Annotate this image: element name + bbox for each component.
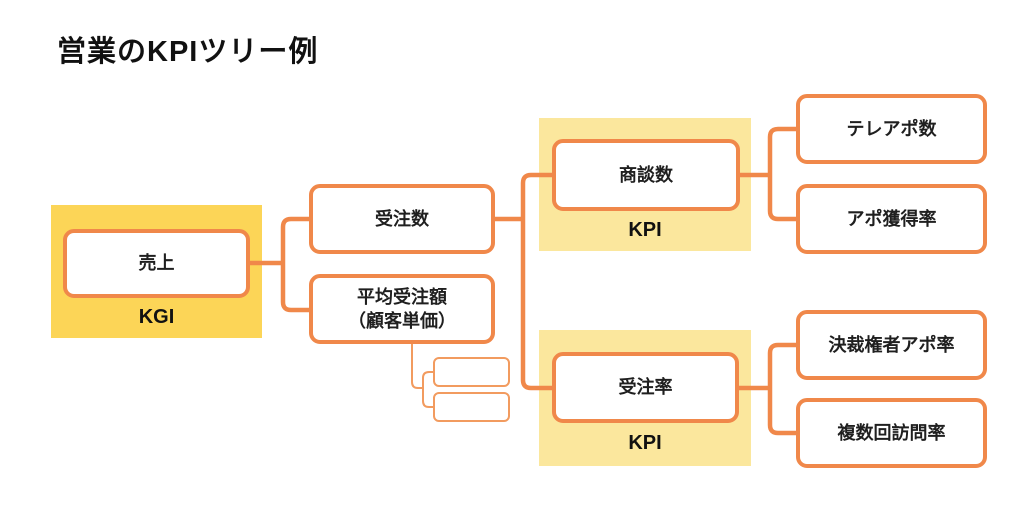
connector-level4-top-bracket (767, 126, 796, 222)
node-placeholder-1 (433, 357, 510, 387)
node-multiple-visit-rate: 複数回訪問率 (796, 398, 987, 468)
kgi-badge: KGI (138, 306, 175, 328)
node-order-rate: 受注率 (552, 352, 739, 423)
node-order-count-label: 受注数 (375, 208, 429, 229)
kpi-badge-bottom: KPI (628, 432, 662, 454)
node-order-count: 受注数 (309, 184, 495, 254)
node-appointment-rate: アポ獲得率 (796, 184, 987, 254)
connector-kpi-bracket (520, 172, 552, 391)
connector-level4-bottom-bracket (767, 342, 796, 436)
node-average-order-value: 平均受注額 （顧客単価） (309, 274, 495, 344)
node-average-order-value-label: 平均受注額 (357, 286, 447, 307)
node-kgi-sales: 売上 (63, 229, 250, 298)
connector-placeholder-bracket (422, 371, 433, 408)
connector-placeholder-stem (411, 344, 423, 389)
node-appointment-rate-label: アポ獲得率 (846, 208, 937, 229)
node-average-order-value-sublabel: （顧客単価） (348, 311, 456, 331)
node-meeting-count-label: 商談数 (619, 164, 673, 185)
node-decision-maker-appointment-rate-label: 決裁権者アポ率 (828, 334, 955, 355)
node-kgi-label: 売上 (138, 253, 175, 274)
node-multiple-visit-rate-label: 複数回訪問率 (837, 422, 946, 443)
node-cold-call-count-label: テレアポ数 (846, 118, 937, 139)
node-order-rate-label: 受注率 (618, 377, 673, 398)
node-meeting-count: 商談数 (552, 139, 740, 211)
node-placeholder-2 (433, 392, 510, 422)
kpi-badge-top: KPI (628, 219, 662, 241)
node-decision-maker-appointment-rate: 決裁権者アポ率 (796, 310, 987, 380)
node-cold-call-count: テレアポ数 (796, 94, 987, 164)
connector-level2-bracket (280, 216, 309, 313)
page-title: 営業のKPIツリー例 (57, 36, 319, 68)
